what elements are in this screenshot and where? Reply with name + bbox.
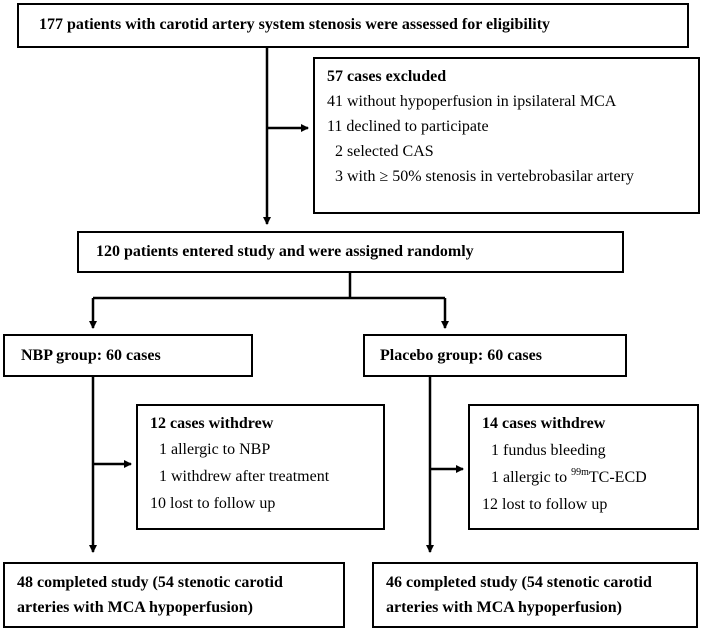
excluded-title: 57 cases excluded xyxy=(327,68,447,85)
nbp-completed-line1: 48 completed study (54 stenotic carotid xyxy=(17,574,283,591)
nbp-completed-line2: arteries with MCA hypoperfusion) xyxy=(17,599,253,616)
eligibility-text: 177 patients with carotid artery system … xyxy=(39,16,551,33)
nbp-withdrew-item: 1 allergic to NBP xyxy=(159,441,271,458)
placebo-group-box: Placebo group: 60 cases xyxy=(363,334,627,377)
nbp-group-box: NBP group: 60 cases xyxy=(3,334,253,377)
nbp-group-label: NBP group: 60 cases xyxy=(21,347,161,364)
excluded-item: 11 declined to participate xyxy=(327,118,489,135)
nbp-withdrew-item: 10 lost to follow up xyxy=(150,495,276,512)
excluded-item: 41 without hypoperfusion in ipsilateral … xyxy=(327,93,617,110)
placebo-withdrew-title: 14 cases withdrew xyxy=(482,415,606,432)
nbp-withdrew-box: 12 cases withdrew 1 allergic to NBP 1 wi… xyxy=(136,404,385,530)
placebo-withdrew-item-tracer: 1 allergic to 99mTC-ECD xyxy=(491,466,647,488)
tracer-prefix: 1 allergic to xyxy=(491,469,572,486)
eligibility-box: 177 patients with carotid artery system … xyxy=(17,3,689,48)
nbp-withdrew-item: 1 withdrew after treatment xyxy=(159,468,330,485)
randomized-box: 120 patients entered study and were assi… xyxy=(77,231,624,273)
placebo-withdrew-item: 1 fundus bleeding xyxy=(491,442,606,459)
tracer-isotope-superscript: 99m xyxy=(571,466,589,478)
placebo-completed-line2: arteries with MCA hypoperfusion) xyxy=(386,599,622,616)
nbp-completed-box: 48 completed study (54 stenotic carotid … xyxy=(3,562,345,628)
placebo-completed-box: 46 completed study (54 stenotic carotid … xyxy=(372,562,698,628)
randomized-text: 120 patients entered study and were assi… xyxy=(96,243,474,260)
excluded-box: 57 cases excluded 41 without hypoperfusi… xyxy=(313,57,700,214)
nbp-withdrew-title: 12 cases withdrew xyxy=(150,415,274,432)
placebo-group-label: Placebo group: 60 cases xyxy=(380,347,542,364)
tracer-name: TC-ECD xyxy=(588,469,647,486)
excluded-item: 2 selected CAS xyxy=(327,143,434,160)
placebo-withdrew-box: 14 cases withdrew 1 fundus bleeding 1 al… xyxy=(468,404,699,530)
placebo-withdrew-item: 12 lost to follow up xyxy=(482,496,608,513)
placebo-completed-line1: 46 completed study (54 stenotic carotid xyxy=(386,574,652,591)
excluded-item: 3 with ≥ 50% stenosis in vertebrobasilar… xyxy=(327,168,634,185)
